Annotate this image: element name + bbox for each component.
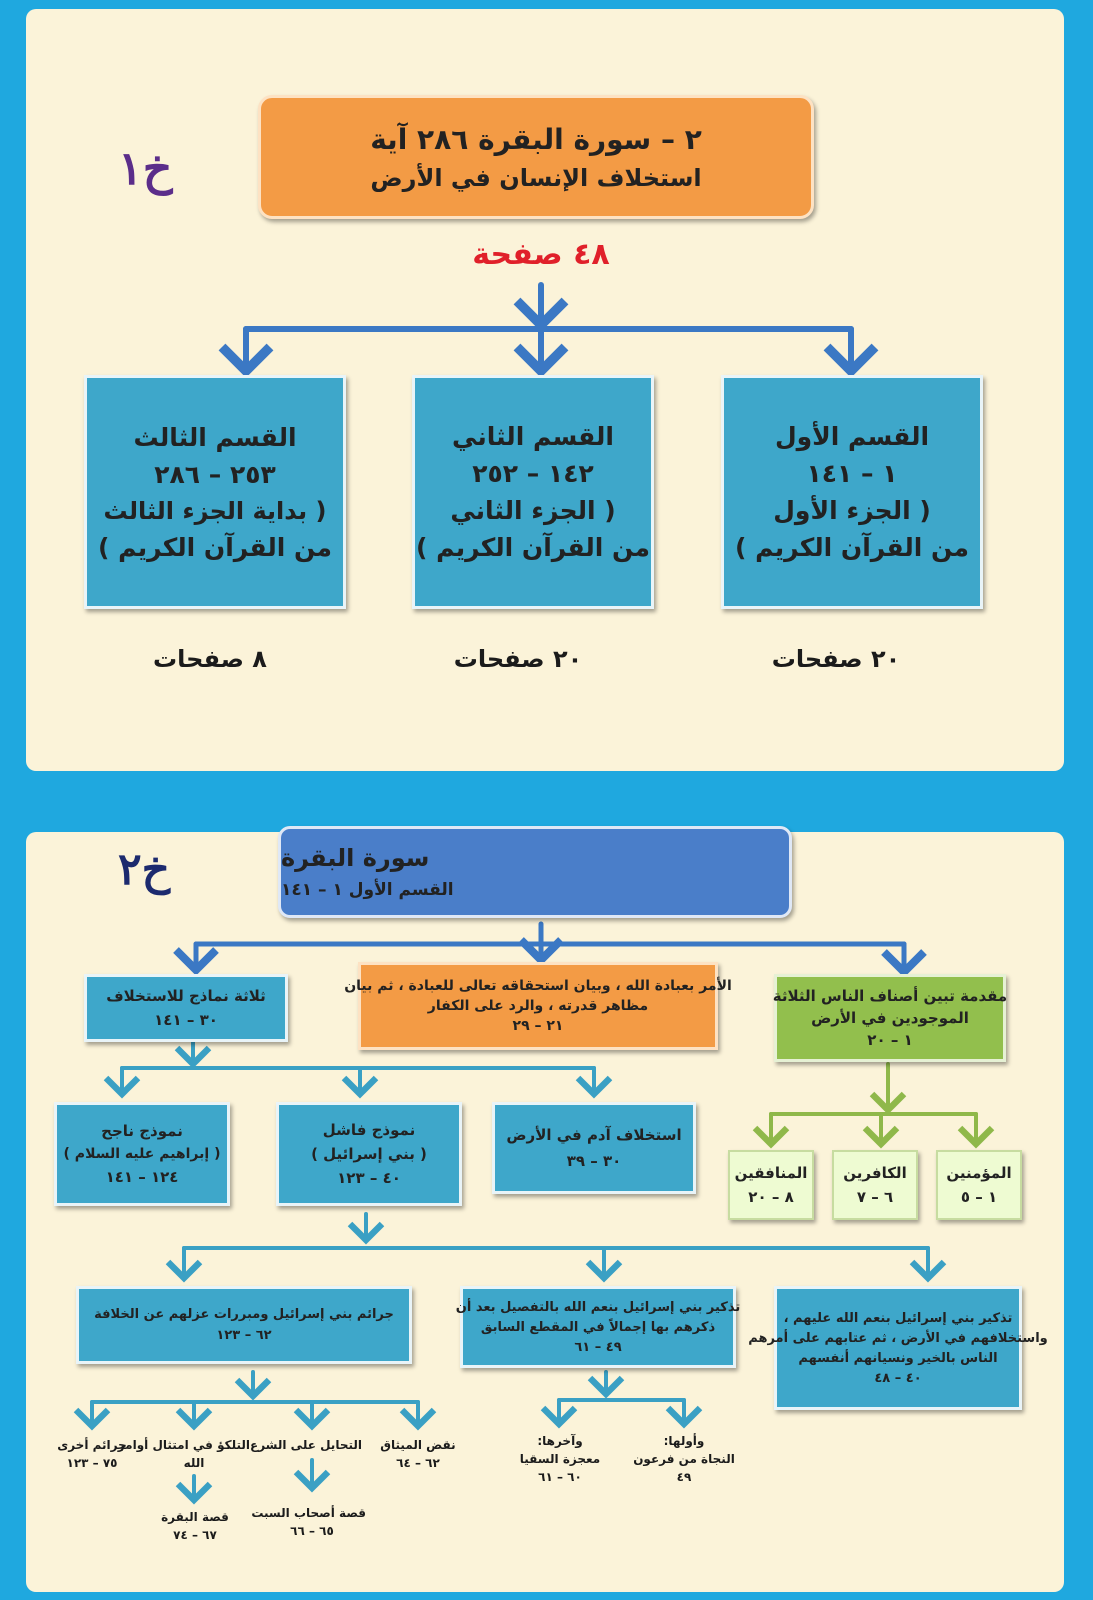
remind2-box: تذكير بني إسرائيل بنعم الله بالتفصيل بعد… <box>456 1286 740 1368</box>
command-line2: مظاهر قدرته ، والرد على الكفار <box>427 998 649 1014</box>
section-2-range: ١٤٢ – ٢٥٢ <box>472 459 594 488</box>
adam-box: استخلاف آدم في الأرض ٣٠ – ٣٩ <box>492 1102 696 1194</box>
section-3-pages: ٨ صفحات <box>153 645 267 673</box>
first-text: النجاة من فرعون <box>633 1452 735 1466</box>
connector-lines <box>73 921 995 1505</box>
remind1-line3: الناس بالخير ونسيانهم أنفسهم <box>798 1350 998 1366</box>
chart-tag-2: خ٢ <box>118 844 171 895</box>
intro-range: ١ – ٢٠ <box>867 1031 913 1049</box>
remind1-line2: واستخلافهم في الأرض ، ثم عتابهم على أمره… <box>748 1330 1048 1346</box>
success-range: ١٢٤ – ١٤١ <box>105 1168 179 1186</box>
chart-tag-1: خ١ <box>118 141 173 195</box>
total-pages: ٤٨ صفحة <box>472 237 610 272</box>
leaf-other-crimes: جرائم أخرى ٧٥ – ١٢٣ <box>54 1436 130 1472</box>
section-3-range: ٢٥٣ – ٢٨٦ <box>154 459 276 489</box>
chart-panel-1: خ١ ٢ – سورة البقرة ٢٨٦ آية استخلاف الإنس… <box>26 9 1064 771</box>
first-blessing: وأولها: النجاة من فرعون ٤٩ <box>632 1432 736 1486</box>
intro-line1: مقدمة تبين أصناف الناس الثلاثة <box>772 987 1008 1005</box>
cow-text: قصة البقرة <box>161 1510 229 1524</box>
hypocrites-range: ٨ – ٢٠ <box>748 1188 794 1206</box>
command-range: ٢١ – ٢٩ <box>512 1018 564 1034</box>
last-text: معجزة السقيا <box>519 1452 601 1466</box>
hesitation-text: التلكؤ في امتثال أوامر <box>117 1438 250 1452</box>
models-range: ٣٠ – ١٤١ <box>154 1011 218 1029</box>
chart-panel-2: خ٢ سورة البقرة القسم الأول ١ – ١٤١ مقدمة… <box>26 826 1064 1592</box>
other-crimes-text: جرائم أخرى <box>57 1438 127 1452</box>
section-1-quran: من القرآن الكريم ) <box>735 533 969 562</box>
sabbath-range: ٦٥ – ٦٦ <box>290 1524 334 1538</box>
section-1-range: ١ – ١٤١ <box>806 459 898 488</box>
remind1-range: ٤٠ – ٤٨ <box>874 1370 922 1386</box>
covenant-text: نقض الميثاق <box>380 1438 456 1452</box>
leaf-covenant: نقض الميثاق ٦٢ – ٦٤ <box>376 1436 460 1472</box>
intro-box: مقدمة تبين أصناف الناس الثلاثة الموجودين… <box>772 974 1008 1062</box>
evasion-text: التحايل على الشرع <box>250 1438 362 1452</box>
surah-title: ٢ – سورة البقرة ٢٨٦ آية <box>370 122 702 156</box>
intro-line2: الموجودين في الأرض <box>811 1009 969 1027</box>
remind2-range: ٤٩ – ٦١ <box>574 1339 622 1355</box>
people-believers: المؤمنين ١ – ٥ <box>936 1150 1022 1220</box>
believers-range: ١ – ٥ <box>960 1188 998 1206</box>
models-box: ثلاثة نماذج للاستخلاف ٣٠ – ١٤١ <box>84 974 288 1042</box>
crimes-range: ٦٢ – ١٢٣ <box>216 1328 272 1343</box>
failed-model-box: نموذج فاشل ( بني إسرائيل ) ٤٠ – ١٢٣ <box>276 1102 462 1206</box>
section-2-quran: من القرآن الكريم ) <box>416 533 650 562</box>
command-line1: الأمر بعبادة الله ، وبيان استحقاقه تعالى… <box>344 978 732 994</box>
people-disbelievers: الكافرين ٦ – ٧ <box>832 1150 918 1220</box>
last-label: وآخرها: <box>537 1434 583 1448</box>
sabbath-story: قصة أصحاب السبت ٦٥ – ٦٦ <box>251 1504 366 1540</box>
leaf-hesitation: التلكؤ في امتثال أوامر الله <box>117 1436 250 1472</box>
last-blessing: وآخرها: معجزة السقيا ٦٠ – ٦١ <box>510 1432 610 1486</box>
leaf-evasion: التحايل على الشرع <box>250 1436 362 1454</box>
first-range: ٤٩ <box>676 1470 692 1484</box>
section-2-box: القسم الثاني ١٤٢ – ٢٥٢ ( الجزء الثاني من… <box>412 375 654 609</box>
adam-line1: استخلاف آدم في الأرض <box>506 1126 682 1144</box>
covenant-range: ٦٢ – ٦٤ <box>396 1456 440 1470</box>
section-3-quran: من القرآن الكريم ) <box>98 532 332 562</box>
success-line1: نموذج ناجح <box>101 1122 183 1140</box>
cow-range: ٦٧ – ٧٤ <box>173 1528 217 1542</box>
section-1-pages: ٢٠ صفحات <box>771 645 901 673</box>
sabbath-text: قصة أصحاب السبت <box>251 1506 366 1520</box>
command-box: الأمر بعبادة الله ، وبيان استحقاقه تعالى… <box>344 962 732 1050</box>
surah-theme: استخلاف الإنسان في الأرض <box>370 163 702 192</box>
remind2-line1: تذكير بني إسرائيل بنعم الله بالتفصيل بعد… <box>455 1299 741 1315</box>
failed-range: ٤٠ – ١٢٣ <box>337 1169 401 1187</box>
first-label: وأولها: <box>663 1434 705 1448</box>
other-crimes-range: ٧٥ – ١٢٣ <box>66 1456 118 1470</box>
chart2-title: سورة البقرة <box>281 844 430 872</box>
remind2-line2: ذكرهم بها إجمالاً في المقطع السابق <box>480 1319 716 1335</box>
chart2-subtitle: القسم الأول ١ – ١٤١ <box>281 880 454 900</box>
disbelievers-name: الكافرين <box>843 1164 907 1182</box>
failed-line1: نموذج فاشل <box>322 1121 416 1139</box>
section-2-name: القسم الثاني <box>452 422 614 451</box>
hypocrites-name: المنافقين <box>734 1164 808 1182</box>
remind1-box: تذكير بني إسرائيل بنعم الله عليهم ، واست… <box>748 1286 1048 1410</box>
section-1-part: ( الجزء الأول <box>773 496 931 525</box>
hesitation-text-2: الله <box>183 1456 205 1470</box>
failed-line2: ( بني إسرائيل ) <box>311 1145 427 1163</box>
last-range: ٦٠ – ٦١ <box>538 1470 582 1484</box>
connector-lines <box>218 282 879 378</box>
believers-name: المؤمنين <box>946 1164 1012 1182</box>
disbelievers-range: ٦ – ٧ <box>856 1188 894 1206</box>
section-2-part: ( الجزء الثاني <box>450 496 616 525</box>
success-model-box: نموذج ناجح ( إبراهيم عليه السلام ) ١٢٤ –… <box>54 1102 230 1206</box>
cow-story: قصة البقرة ٦٧ – ٧٤ <box>150 1508 240 1544</box>
section-1-name: القسم الأول <box>774 422 930 451</box>
section-3-name: القسم الثالث <box>133 422 297 452</box>
crimes-line1: جرائم بني إسرائيل ومبررات عزلهم عن الخلا… <box>94 1307 394 1322</box>
adam-range: ٣٠ – ٣٩ <box>566 1152 622 1170</box>
section-3-box: القسم الثالث ٢٥٣ – ٢٨٦ ( بداية الجزء الث… <box>84 375 346 609</box>
title-box-1: ٢ – سورة البقرة ٢٨٦ آية استخلاف الإنسان … <box>258 95 814 219</box>
section-2-pages: ٢٠ صفحات <box>453 645 583 673</box>
section-3-part: ( بداية الجزء الثالث <box>103 496 327 525</box>
success-line2: ( إبراهيم عليه السلام ) <box>63 1146 221 1162</box>
title-box-2: سورة البقرة القسم الأول ١ – ١٤١ <box>278 826 792 918</box>
models-line1: ثلاثة نماذج للاستخلاف <box>106 987 266 1005</box>
crimes-box: جرائم بني إسرائيل ومبررات عزلهم عن الخلا… <box>76 1286 412 1364</box>
people-hypocrites: المنافقين ٨ – ٢٠ <box>728 1150 814 1220</box>
remind1-line1: تذكير بني إسرائيل بنعم الله عليهم ، <box>783 1310 1013 1326</box>
section-1-box: القسم الأول ١ – ١٤١ ( الجزء الأول من الق… <box>721 375 983 609</box>
